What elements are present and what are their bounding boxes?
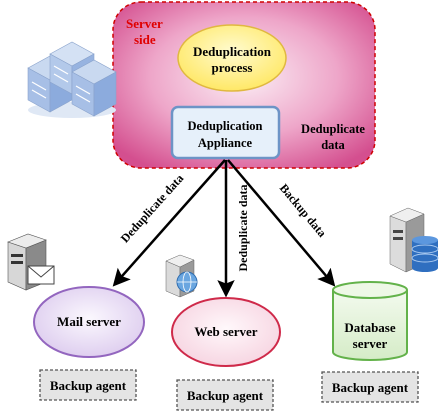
database-server-icon <box>389 207 439 273</box>
backup-agent-box-db <box>321 371 419 403</box>
server-side-label-2: side <box>134 32 156 47</box>
server-side-label-1: Server <box>126 16 163 31</box>
database-server-label-1: Database <box>344 320 396 335</box>
dedup-process-label-2: process <box>212 60 253 75</box>
backup-agent-label-db: Backup agent <box>332 380 409 395</box>
backup-agent-label-mail: Backup agent <box>50 378 127 393</box>
arrow-to-db <box>227 159 336 287</box>
arrow-label-db: Backup data <box>277 181 330 240</box>
dedup-appliance-label-1: Deduplication <box>187 119 262 133</box>
backup-agent-box-mail <box>39 369 137 401</box>
database-server-label-2: server <box>353 336 388 351</box>
arrow-label-mail: Deduplicate data <box>118 171 187 245</box>
mail-server-ellipse <box>33 286 145 358</box>
web-server-ellipse <box>171 297 281 367</box>
server-rack-icon <box>27 41 117 118</box>
dedup-process-label-1: Deduplication <box>193 44 272 59</box>
backup-agent-box-web <box>176 379 274 411</box>
web-server-icon <box>165 254 198 298</box>
web-server-label: Web server <box>194 324 257 339</box>
mail-server-icon <box>7 233 55 291</box>
arrow-to-mail <box>112 159 226 287</box>
dedup-data-label-1: Deduplicate <box>301 122 365 136</box>
backup-agent-label-web: Backup agent <box>187 388 264 403</box>
dedup-appliance-label-2: Appliance <box>198 136 253 150</box>
mail-server-label: Mail server <box>57 314 121 329</box>
dedup-appliance-box <box>170 105 281 160</box>
database-server-cylinder <box>332 281 408 361</box>
arrow-label-web: Deduplicate data <box>236 185 250 272</box>
dedup-data-label-2: data <box>321 138 345 152</box>
dedup-process-ellipse <box>177 24 287 92</box>
